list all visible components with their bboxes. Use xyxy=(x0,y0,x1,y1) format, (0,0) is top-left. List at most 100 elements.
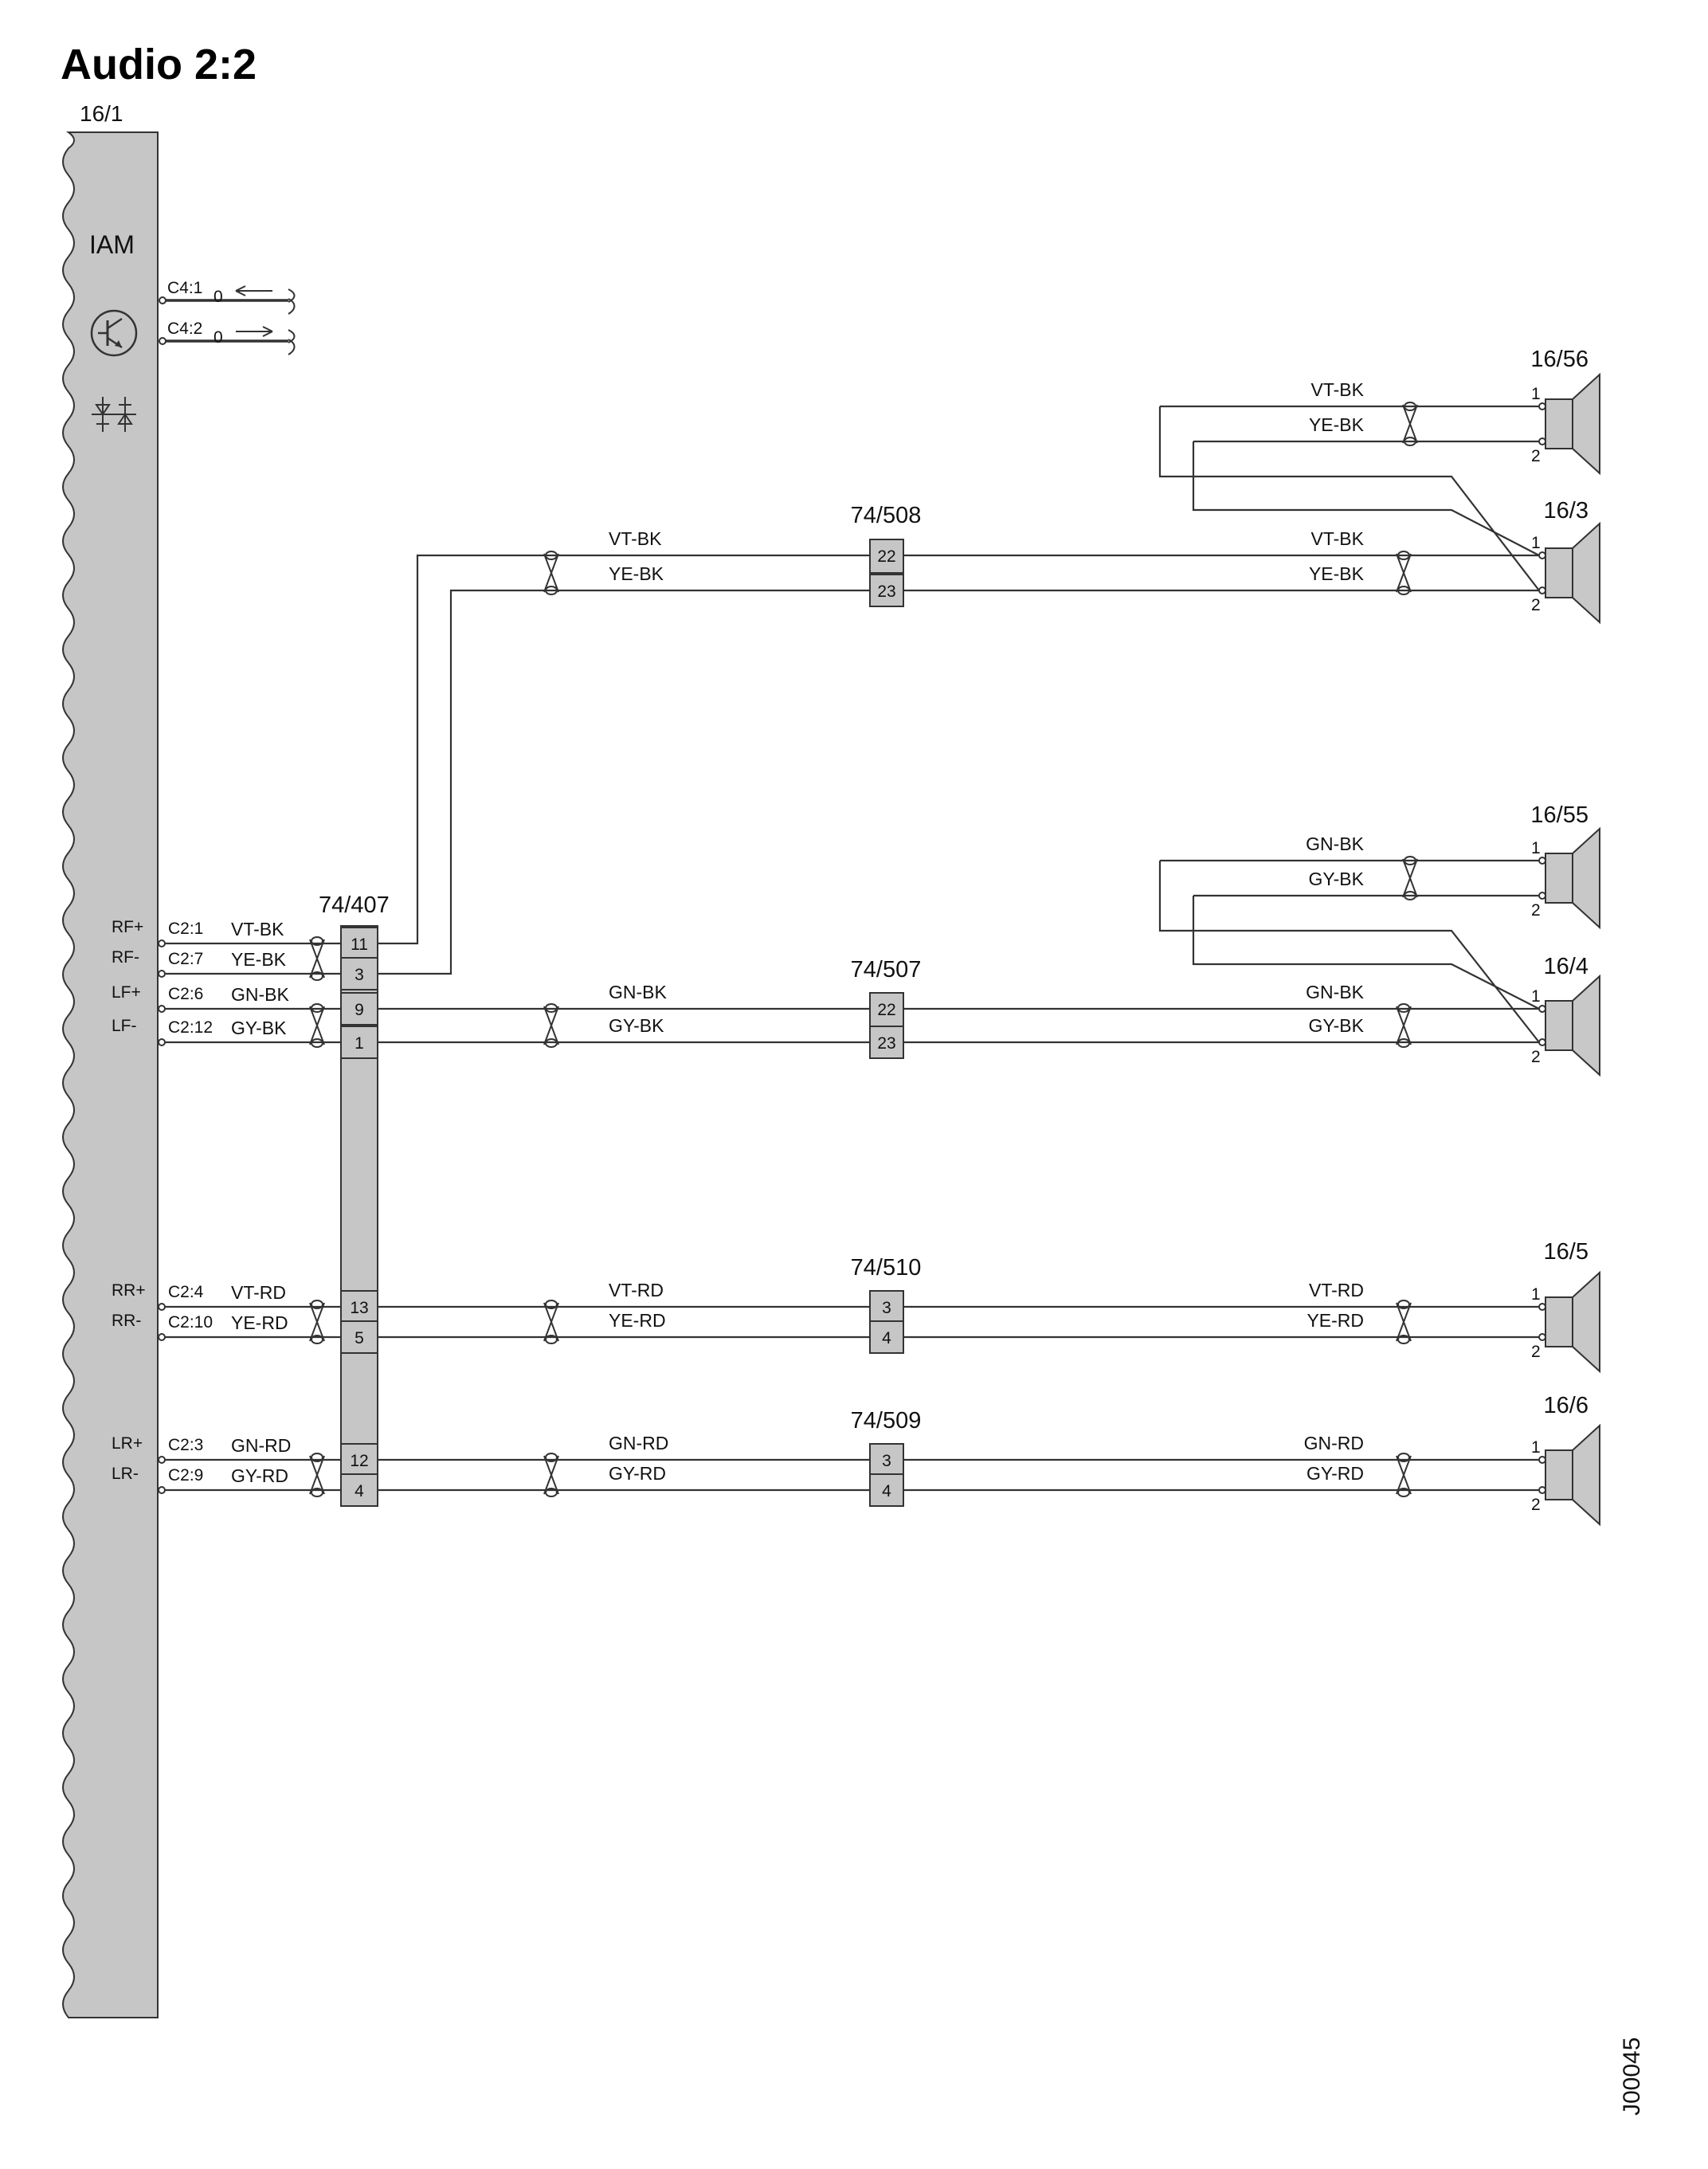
speaker-pin: 1 xyxy=(1531,385,1541,403)
connector-pin: 3 xyxy=(882,1452,891,1470)
transistor-icon xyxy=(90,309,138,357)
connector-pin: 4 xyxy=(355,1482,364,1500)
signal-label: LF- xyxy=(112,1017,137,1035)
wire-color-label: VT-RD xyxy=(1309,1280,1364,1300)
module-output: LR+ C2:3 GN-RD xyxy=(112,1434,291,1464)
speaker-icon xyxy=(1545,975,1600,1076)
wire-color-label: YE-BK xyxy=(1309,414,1365,435)
speaker-pin: 1 xyxy=(1531,839,1541,857)
wire-color-label: GY-RD xyxy=(231,1465,288,1486)
wire-color-label: VT-BK xyxy=(1311,528,1365,549)
wire-color-label: GY-BK xyxy=(1309,869,1365,889)
aux-pin-label: C4:2 xyxy=(167,320,202,338)
output-pin-label: C2:10 xyxy=(168,1313,213,1332)
speaker-ref: 16/55 xyxy=(1530,802,1589,828)
arrow-right-icon xyxy=(236,326,273,337)
connector-pin: 3 xyxy=(355,966,364,984)
wire-color-label: YE-RD xyxy=(609,1310,666,1331)
connector-pin: 11 xyxy=(351,935,368,954)
connector-ref: 74/509 xyxy=(851,1408,922,1434)
twisted-pair-icon xyxy=(1402,856,1418,900)
speaker-ref: 16/5 xyxy=(1544,1239,1589,1265)
aux-pin-value: 0 xyxy=(214,288,223,306)
connector-ref: 74/507 xyxy=(851,957,922,983)
output-pin-label: C2:7 xyxy=(168,950,203,968)
connector-ref: 74/407 xyxy=(319,892,390,918)
signal-label: RF- xyxy=(112,948,139,967)
module-name: IAM xyxy=(89,230,135,259)
speaker-pin: 1 xyxy=(1531,987,1541,1006)
wire-color-label: GN-RD xyxy=(609,1433,668,1453)
wire-color-label: GY-RD xyxy=(1306,1463,1364,1484)
iam-module: 16/1 IAM xyxy=(62,101,159,2018)
output-pin-label: C2:3 xyxy=(168,1436,203,1454)
inline-connector: 74/509 3 4 xyxy=(851,1408,922,1507)
speaker-ref: 16/4 xyxy=(1544,954,1589,979)
output-pin-label: C2:1 xyxy=(168,920,203,938)
twisted-pair-icon xyxy=(1396,1003,1412,1048)
connector-pin: 1 xyxy=(355,1034,364,1053)
speaker-ref: 16/6 xyxy=(1544,1393,1589,1418)
speaker-pin: 2 xyxy=(1531,1048,1541,1066)
wire-color-label: YE-BK xyxy=(1309,563,1365,584)
aux-pin-label: C4:1 xyxy=(167,279,202,297)
wire-color-label: GY-BK xyxy=(609,1015,664,1036)
speaker: 16/512 xyxy=(1531,1239,1600,1372)
wire-color-label: YE-RD xyxy=(231,1312,288,1333)
speaker-icon xyxy=(1545,523,1600,623)
speaker-ref: 16/3 xyxy=(1544,498,1589,524)
output-pin-label: C2:4 xyxy=(168,1283,204,1301)
arrow-left-icon xyxy=(235,285,272,296)
module-ref: 16/1 xyxy=(80,101,123,126)
speaker-icon xyxy=(1545,828,1600,928)
wire-color-label: GN-BK xyxy=(1306,982,1365,1002)
page-title: Audio 2:2 xyxy=(61,41,257,88)
wire-color-label: YE-BK xyxy=(609,563,664,584)
wire-color-label: GN-RD xyxy=(231,1435,291,1456)
wire-color-label: GN-BK xyxy=(609,982,668,1002)
speaker: 16/41 2 xyxy=(1531,954,1600,1076)
twisted-pair-icon xyxy=(1396,551,1412,595)
output-pin-label: C2:6 xyxy=(168,985,203,1003)
output-pin-label: C2:9 xyxy=(168,1466,203,1485)
connector-pin: 13 xyxy=(350,1299,368,1317)
signal-label: LR+ xyxy=(112,1434,143,1453)
wire-color-label: VT-BK xyxy=(231,919,284,939)
signal-label: LR- xyxy=(112,1465,139,1483)
speaker-icon xyxy=(1545,1425,1600,1525)
connector-pin: 22 xyxy=(877,547,895,566)
connector-pin: 5 xyxy=(355,1329,364,1347)
connector-pin: 23 xyxy=(877,582,895,601)
speaker-pin: 2 xyxy=(1531,596,1541,614)
connector-pin: 12 xyxy=(350,1452,368,1470)
document-id: J00045 xyxy=(1619,2038,1645,2116)
speaker-icon xyxy=(1545,1272,1600,1372)
connector-pin: 4 xyxy=(882,1482,891,1500)
wire-color-label: VT-RD xyxy=(231,1282,286,1303)
wire-color-label: GY-BK xyxy=(231,1018,287,1038)
wire-color-label: VT-RD xyxy=(609,1280,664,1300)
signal-label: LF+ xyxy=(112,983,141,1002)
wire-color-label: GY-RD xyxy=(609,1463,666,1484)
connector-pin: 22 xyxy=(877,1001,895,1019)
module-body xyxy=(62,131,159,2018)
aux-pins: C4:1 0 C4:2 0 xyxy=(159,279,296,355)
connector-pin: 4 xyxy=(882,1329,891,1347)
speaker-pin: 2 xyxy=(1531,1496,1541,1514)
connector-pin: 9 xyxy=(355,1001,364,1019)
wire-color-label: GN-RD xyxy=(1304,1433,1364,1453)
twisted-pair-icon xyxy=(1402,402,1418,446)
